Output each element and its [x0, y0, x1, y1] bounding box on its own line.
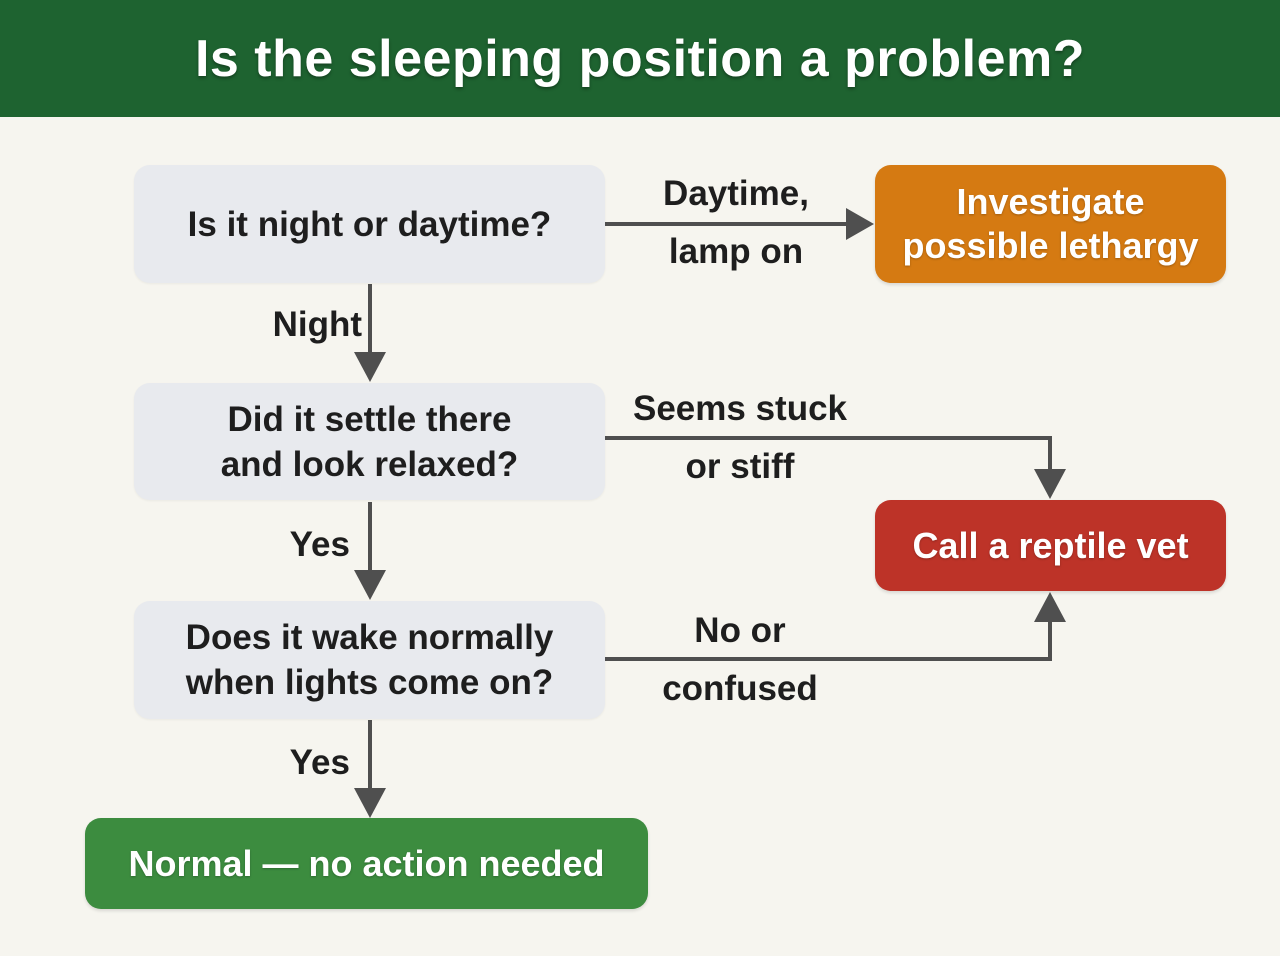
- outcome-normal-text: Normal — no action needed: [128, 842, 605, 884]
- arrowhead-q2: [354, 352, 386, 382]
- edge-label-confused-line1: No or: [694, 611, 786, 650]
- edge-label-night: Night: [272, 305, 362, 344]
- question-settled-relaxed-line2: and look relaxed?: [220, 444, 519, 484]
- arrowhead-normal: [354, 788, 386, 818]
- edge-label-stuck-line2: or stiff: [685, 447, 795, 486]
- edge-label-stuck-stiff: Seems stuck or stiff: [620, 380, 860, 496]
- edge-label-daytime: Daytime, lamp on: [636, 165, 836, 281]
- outcome-investigate-line1: Investigate: [956, 181, 1145, 222]
- edge-label-stuck-line1: Seems stuck: [632, 389, 848, 428]
- question-night-or-day-text: Is it night or daytime?: [187, 204, 552, 244]
- edge-label-no-confused: No or confused: [630, 602, 850, 718]
- question-wake-normally: Does it wake normally when lights come o…: [134, 601, 605, 719]
- arrowhead-investigate: [846, 208, 874, 240]
- edge-label-confused-line2: confused: [662, 669, 818, 708]
- edge-label-yes-wakes: Yes: [289, 743, 350, 782]
- question-night-or-day: Is it night or daytime?: [134, 165, 605, 283]
- page-title: Is the sleeping position a problem?: [194, 29, 1086, 88]
- outcome-investigate-lethargy: Investigate possible lethargy: [875, 165, 1226, 283]
- edge-label-daytime-line1: Daytime,: [663, 174, 809, 213]
- header-bar: Is the sleeping position a problem?: [0, 0, 1280, 117]
- question-settled-relaxed-line1: Did it settle there: [227, 399, 512, 439]
- outcome-investigate-line2: possible lethargy: [902, 225, 1199, 266]
- question-settled-relaxed: Did it settle there and look relaxed?: [134, 383, 605, 500]
- arrowhead-vet-bottom: [1034, 592, 1066, 622]
- outcome-call-vet-text: Call a reptile vet: [912, 524, 1189, 566]
- question-wake-normally-line1: Does it wake normally: [185, 618, 554, 657]
- edge-label-yes-settled: Yes: [289, 525, 350, 564]
- edge-q3-vet: [605, 619, 1052, 661]
- outcome-call-vet: Call a reptile vet: [875, 500, 1226, 591]
- question-wake-normally-line2: when lights come on?: [185, 663, 554, 702]
- outcome-normal: Normal — no action needed: [85, 818, 648, 909]
- edge-q2-vet: [605, 436, 1052, 473]
- edge-label-daytime-line2: lamp on: [668, 232, 804, 271]
- arrowhead-q3: [354, 570, 386, 600]
- arrowhead-vet-top: [1034, 469, 1066, 499]
